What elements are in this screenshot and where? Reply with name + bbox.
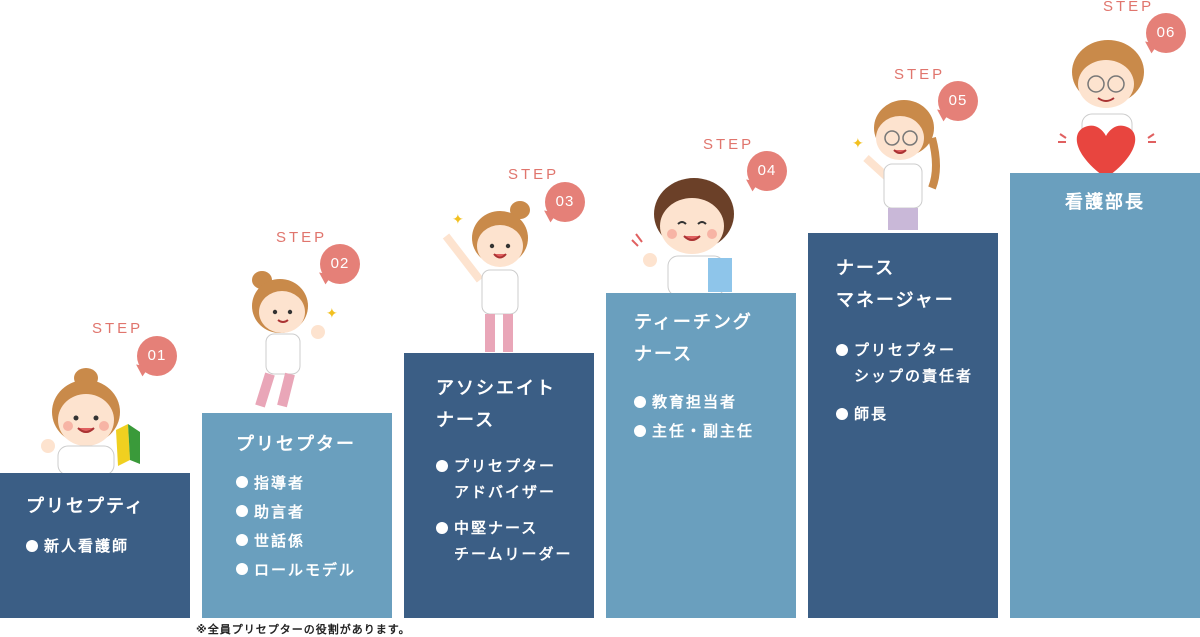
- step-item: 中堅ナース チームリーダー: [436, 515, 594, 567]
- bullet-icon: [634, 396, 646, 408]
- step-label: STEP: [894, 66, 946, 83]
- step-label: STEP: [276, 229, 328, 246]
- bullet-icon: [436, 522, 448, 534]
- bullet-icon: [236, 476, 248, 488]
- svg-text:✦: ✦: [326, 306, 338, 322]
- step-item: 教育担当者: [634, 389, 796, 415]
- svg-text:✦: ✦: [452, 212, 464, 228]
- bullet-icon: [236, 505, 248, 517]
- step-block: アソシエイト ナース プリセプター アドバイザー 中堅ナース チームリーダー: [404, 353, 594, 618]
- nurse-pointing-icon: ✦: [442, 201, 530, 352]
- step-title: プリセプティ: [26, 496, 145, 517]
- bullet-icon: [836, 344, 848, 356]
- bullet-icon: [236, 534, 248, 546]
- bullet-icon: [26, 540, 38, 552]
- step-number-badge: 06: [1146, 13, 1186, 53]
- step-title: ナース マネージャー: [836, 258, 955, 311]
- step-title: プリセプター: [236, 434, 356, 455]
- step-block: ティーチング ナース 教育担当者 主任・副主任: [606, 293, 796, 618]
- bullet-icon: [836, 408, 848, 420]
- footnote: ※全員プリセプターの役割があります。: [196, 623, 411, 636]
- step-block: 看護部長: [1010, 173, 1200, 618]
- step-block: プリセプター 指導者 助言者 世話係 ロールモデル: [202, 413, 392, 618]
- step-title: 看護部長: [1065, 192, 1145, 213]
- step-number-badge: 04: [747, 151, 787, 191]
- step-label: STEP: [92, 320, 144, 337]
- bullet-icon: [436, 460, 448, 472]
- step-block: プリセプティ 新人看護師: [0, 473, 190, 618]
- step-number-badge: 01: [137, 336, 177, 376]
- bullet-icon: [236, 563, 248, 575]
- step-title: ティーチング ナース: [634, 312, 753, 365]
- step-number-badge: 05: [938, 81, 978, 121]
- bullet-icon: [634, 425, 646, 437]
- step-number-badge: 03: [545, 182, 585, 222]
- nurse-glasses-pointing-icon: ✦: [852, 100, 940, 230]
- step-item: 師長: [836, 401, 998, 427]
- step-label: STEP: [508, 166, 560, 183]
- step-item: プリセプター シップの責任者: [836, 337, 998, 389]
- step-item: ロールモデル: [236, 556, 392, 585]
- nurse-beginner-mark-icon: [41, 368, 140, 475]
- step-item: 新人看護師: [26, 533, 190, 559]
- step-label: STEP: [703, 136, 755, 153]
- step-number-badge: 02: [320, 244, 360, 284]
- step-item: 助言者: [236, 498, 392, 527]
- nurse-heart-icon: [1058, 40, 1156, 178]
- step-item: 指導者: [236, 469, 392, 498]
- step-item: プリセプター アドバイザー: [436, 453, 594, 505]
- nurse-fist-icon: ✦: [252, 271, 338, 408]
- step-item: 主任・副主任: [634, 418, 796, 444]
- step-title: アソシエイト ナース: [436, 378, 556, 431]
- svg-text:✦: ✦: [852, 136, 864, 152]
- nurse-clipboard-icon: [631, 178, 734, 296]
- step-block: ナース マネージャー プリセプター シップの責任者 師長: [808, 233, 998, 618]
- step-item: 世話係: [236, 527, 392, 556]
- step-label: STEP: [1103, 0, 1155, 15]
